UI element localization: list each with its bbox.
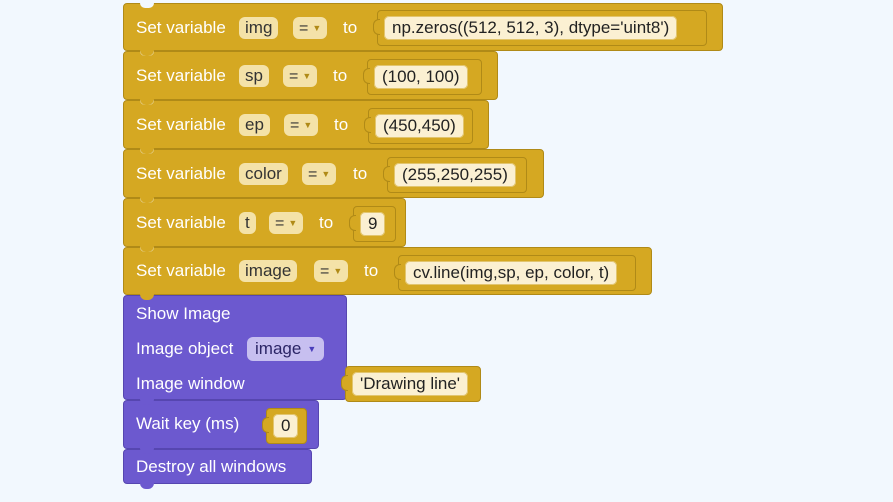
to-label: to — [334, 115, 349, 134]
set-variable-label: Set variable — [136, 261, 226, 280]
operator-value: = — [290, 117, 300, 134]
operator-dropdown[interactable]: =▼ — [269, 212, 304, 234]
destroy-all-windows-block[interactable]: Destroy all windows — [123, 449, 312, 489]
dropdown-arrow-icon: ▼ — [307, 344, 317, 354]
set-variable-block-color[interactable]: Set variable color =▼ to (255,250,255) — [123, 149, 544, 203]
dropdown-arrow-icon: ▼ — [302, 71, 312, 81]
image-object-label: Image object — [136, 339, 234, 358]
set-variable-block-sp[interactable]: Set variable sp =▼ to (100, 100) — [123, 51, 498, 105]
variable-name-field[interactable]: ep — [239, 114, 270, 136]
set-variable-block-t[interactable]: Set variable t =▼ to 9 — [123, 198, 406, 252]
to-label: to — [364, 261, 379, 280]
image-object-dropdown[interactable]: image ▼ — [247, 337, 325, 361]
set-variable-block-image[interactable]: Set variable image =▼ to cv.line(img,sp,… — [123, 247, 652, 300]
to-label: to — [343, 18, 358, 37]
value-text-field[interactable]: (255,250,255) — [394, 163, 516, 187]
show-image-block[interactable]: Show Image Image object image ▼ Image win… — [123, 295, 347, 405]
operator-dropdown[interactable]: =▼ — [293, 17, 328, 39]
operator-dropdown[interactable]: =▼ — [283, 65, 318, 87]
image-window-value-block[interactable]: 'Drawing line' — [341, 366, 481, 402]
variable-name-field[interactable]: color — [239, 163, 288, 185]
wait-key-block[interactable]: Wait key (ms) 0 — [123, 400, 319, 454]
variable-name-field[interactable]: image — [239, 260, 298, 282]
dropdown-arrow-icon: ▼ — [288, 218, 298, 228]
image-window-text-field[interactable]: 'Drawing line' — [352, 372, 469, 396]
value-text-field[interactable]: (100, 100) — [374, 65, 468, 89]
operator-dropdown[interactable]: =▼ — [284, 114, 319, 136]
value-block[interactable]: (100, 100) — [363, 59, 482, 95]
operator-value: = — [289, 68, 299, 85]
operator-value: = — [275, 215, 285, 232]
value-text-field[interactable]: np.zeros((512, 512, 3), dtype='uint8') — [384, 16, 678, 40]
operator-value: = — [320, 263, 330, 280]
wait-key-text-field[interactable]: 0 — [273, 414, 299, 438]
dropdown-arrow-icon: ▼ — [312, 23, 322, 33]
set-variable-label: Set variable — [136, 18, 226, 37]
value-block[interactable]: cv.line(img,sp, ep, color, t) — [394, 255, 636, 291]
set-variable-label: Set variable — [136, 213, 226, 232]
value-block[interactable]: (255,250,255) — [383, 157, 527, 193]
to-label: to — [319, 213, 334, 232]
to-label: to — [333, 66, 348, 85]
variable-name-field[interactable]: img — [239, 17, 279, 39]
dropdown-arrow-icon: ▼ — [303, 120, 313, 130]
to-label: to — [353, 164, 368, 183]
set-variable-label: Set variable — [136, 66, 226, 85]
dropdown-arrow-icon: ▼ — [321, 169, 331, 179]
destroy-all-windows-label: Destroy all windows — [136, 457, 287, 476]
set-variable-block-ep[interactable]: Set variable ep =▼ to (450,450) — [123, 100, 489, 154]
value-text-field[interactable]: cv.line(img,sp, ep, color, t) — [405, 261, 618, 285]
operator-value: = — [308, 166, 318, 183]
value-block[interactable]: (450,450) — [364, 108, 473, 144]
set-variable-block-img[interactable]: Set variable img =▼ to np.zeros((512, 51… — [123, 3, 723, 56]
value-block[interactable]: 9 — [349, 206, 396, 242]
operator-dropdown[interactable]: =▼ — [314, 260, 349, 282]
variable-name-field[interactable]: sp — [239, 65, 269, 87]
value-text-field[interactable]: (450,450) — [375, 114, 464, 138]
dropdown-arrow-icon: ▼ — [333, 266, 343, 276]
value-block[interactable]: np.zeros((512, 512, 3), dtype='uint8') — [373, 10, 707, 46]
value-text-field[interactable]: 9 — [360, 212, 386, 236]
set-variable-label: Set variable — [136, 115, 226, 134]
image-window-label: Image window — [136, 374, 245, 393]
wait-key-label: Wait key (ms) — [136, 414, 240, 433]
show-image-title: Show Image — [136, 304, 231, 323]
variable-name-field[interactable]: t — [239, 212, 256, 234]
wait-key-value-block[interactable]: 0 — [262, 408, 307, 444]
operator-value: = — [299, 20, 309, 37]
image-object-value: image — [255, 339, 302, 358]
operator-dropdown[interactable]: =▼ — [302, 163, 337, 185]
set-variable-label: Set variable — [136, 164, 226, 183]
